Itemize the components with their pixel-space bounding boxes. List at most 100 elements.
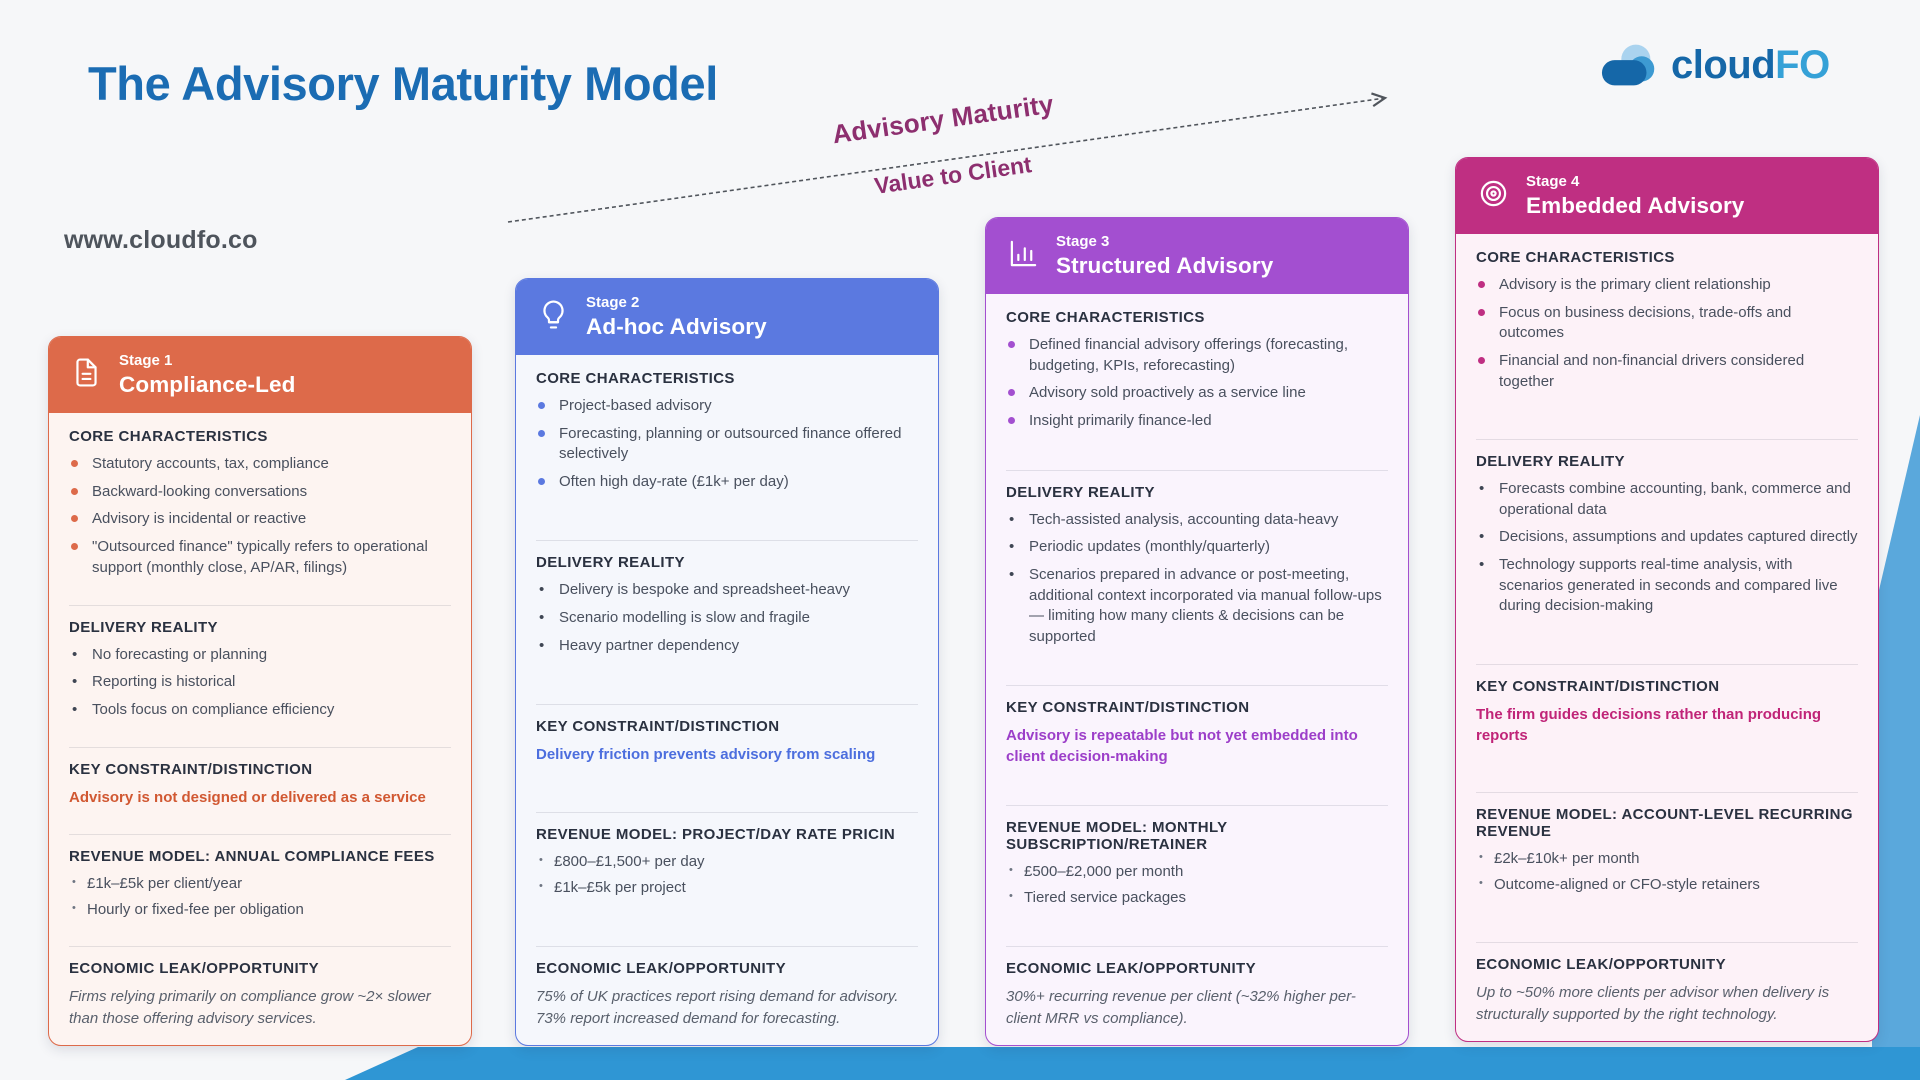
section-heading: KEY CONSTRAINT/DISTINCTION xyxy=(69,760,313,778)
section-heading: CORE CHARACTERISTICS xyxy=(536,370,735,387)
document-icon xyxy=(76,358,97,387)
list-item: Decisions, assumptions and updates captu… xyxy=(1476,527,1858,548)
list-item: £500–£2,000 per month xyxy=(1006,862,1388,883)
document-icon xyxy=(71,357,102,393)
card-section: REVENUE MODEL: MONTHLY SUBSCRIPTION/RETA… xyxy=(1006,805,1388,908)
section-heading: DELIVERY REALITY xyxy=(1476,453,1625,471)
stage-label: Stage 4 xyxy=(1526,173,1580,190)
list-item: Tech-assisted analysis, accounting data-… xyxy=(1006,510,1388,531)
brand-name-cloud: cloud xyxy=(1671,42,1776,87)
list-item: Forecasts combine accounting, bank, comm… xyxy=(1476,479,1858,520)
card-section: CORE CHARACTERISTICS Defined financial ad… xyxy=(1006,309,1388,432)
card-section: REVENUE MODEL: ACCOUNT-LEVEL RECURRING R… xyxy=(1476,792,1858,895)
list-item: £1k–£5k per client/year xyxy=(69,874,451,895)
list-item: £800–£1,500+ per day xyxy=(536,852,918,873)
list-item: Backward-looking conversations xyxy=(69,482,451,503)
list-item: Insight primarily finance-led xyxy=(1006,411,1388,432)
stage-title: Compliance-Led xyxy=(119,372,296,397)
list-item: Forecasting, planning or outsourced fina… xyxy=(536,424,918,465)
stage-label: Stage 1 xyxy=(119,352,173,369)
list-item: Scenario modelling is slow and fragile xyxy=(536,608,918,629)
card-section: ECONOMIC LEAK/OPPORTUNITY 75% of UK pract… xyxy=(536,946,918,1029)
key-constraint-text: Advisory is repeatable but not yet embed… xyxy=(1006,727,1358,766)
cloud-icon xyxy=(1601,44,1655,86)
card-body: CORE CHARACTERISTICS Advisory is the prim… xyxy=(1456,234,1878,1041)
list-item: Defined financial advisory offerings (fo… xyxy=(1006,335,1388,376)
section-heading: CORE CHARACTERISTICS xyxy=(69,428,268,445)
section-list: Delivery is bespoke and spreadsheet-heav… xyxy=(536,580,918,656)
list-item: Heavy partner dependency xyxy=(536,636,918,657)
section-list: Tech-assisted analysis, accounting data-… xyxy=(1006,510,1388,648)
card-header-text: Stage 1 Compliance-Led xyxy=(119,352,295,398)
section-list: £500–£2,000 per monthTiered service pack… xyxy=(1006,862,1388,908)
card-section: CORE CHARACTERISTICS Advisory is the prim… xyxy=(1476,249,1858,392)
brand-name: cloud FO xyxy=(1671,43,1830,88)
lightbulb-icon xyxy=(543,300,564,329)
card-section: DELIVERY REALITYNo forecasting or planni… xyxy=(69,604,451,721)
stage-title: Embedded Advisory xyxy=(1526,193,1745,218)
list-item: Periodic updates (monthly/quarterly) xyxy=(1006,537,1388,558)
card-body: CORE CHARACTERISTICS Defined financial ad… xyxy=(986,294,1408,1045)
economic-leak-text: 30%+ recurring revenue per client (~32% … xyxy=(1006,988,1356,1027)
target-icon xyxy=(1480,180,1507,207)
section-heading: REVENUE MODEL: MONTHLY SUBSCRIPTION/RETA… xyxy=(1006,819,1228,854)
card-header-text: Stage 4 Embedded Advisory xyxy=(1526,173,1744,219)
bar-chart-icon xyxy=(1010,240,1037,267)
list-item: Technology supports real-time analysis, … xyxy=(1476,555,1858,617)
card-section: REVENUE MODEL: PROJECT/DAY RATE PRICIN£8… xyxy=(536,812,918,898)
section-heading: KEY CONSTRAINT/DISTINCTION xyxy=(1476,677,1720,695)
list-item: "Outsourced finance" typically refers to… xyxy=(69,537,451,578)
list-item: Focus on business decisions, trade-offs … xyxy=(1476,303,1858,344)
card-body: CORE CHARACTERISTICS Statutory accounts, … xyxy=(49,413,471,1045)
section-heading: ECONOMIC LEAK/OPPORTUNITY xyxy=(1006,960,1257,978)
list-item: Financial and non-financial drivers cons… xyxy=(1476,351,1858,392)
brand-logo: cloud FO xyxy=(1600,42,1830,88)
card-section: ECONOMIC LEAK/OPPORTUNITY Up to ~50% more… xyxy=(1476,942,1858,1025)
section-heading: ECONOMIC LEAK/OPPORTUNITY xyxy=(1476,956,1727,974)
economic-leak-text: Up to ~50% more clients per advisor when… xyxy=(1476,984,1830,1023)
section-heading: CORE CHARACTERISTICS xyxy=(1006,309,1205,326)
card-section: DELIVERY REALITYDelivery is bespoke and … xyxy=(536,540,918,656)
key-constraint-text: Advisory is not designed or delivered as… xyxy=(69,788,426,806)
card-section: CORE CHARACTERISTICS Statutory accounts, … xyxy=(69,428,451,578)
section-list: £800–£1,500+ per day£1k–£5k per project xyxy=(536,852,918,898)
list-item: Tiered service packages xyxy=(1006,888,1388,909)
list-item: Project-based advisory xyxy=(536,396,918,417)
list-item: Often high day-rate (£1k+ per day) xyxy=(536,472,918,493)
section-list: £1k–£5k per client/yearHourly or fixed-f… xyxy=(69,874,451,920)
card-section: CORE CHARACTERISTICS Project-based adviso… xyxy=(536,370,918,493)
list-item: Delivery is bespoke and spreadsheet-heav… xyxy=(536,580,918,601)
section-list: Forecasts combine accounting, bank, comm… xyxy=(1476,479,1858,617)
brand-name-fo: FO xyxy=(1775,42,1830,87)
stage-label: Stage 3 xyxy=(1056,233,1110,250)
card-section: KEY CONSTRAINT/DISTINCTION Advisory is no… xyxy=(69,746,451,808)
card-header: Stage 4 Embedded Advisory xyxy=(1456,158,1878,234)
stage-label: Stage 2 xyxy=(586,294,640,311)
economic-leak-text: 75% of UK practices report rising demand… xyxy=(536,988,899,1027)
card-section: KEY CONSTRAINT/DISTINCTION Delivery frict… xyxy=(536,703,918,765)
section-heading: REVENUE MODEL: ANNUAL COMPLIANCE FEES xyxy=(69,847,435,865)
list-item: Tools focus on compliance efficiency xyxy=(69,700,451,721)
section-list: Advisory is the primary client relations… xyxy=(1476,275,1858,392)
section-heading: CORE CHARACTERISTICS xyxy=(1476,249,1675,266)
card-section: DELIVERY REALITY Forecasts combine accoun… xyxy=(1476,439,1858,617)
key-constraint-text: Delivery friction prevents advisory from… xyxy=(536,745,876,763)
card-body: CORE CHARACTERISTICS Project-based adviso… xyxy=(516,355,938,1045)
list-item: Advisory sold proactively as a service l… xyxy=(1006,383,1388,404)
section-heading: ECONOMIC LEAK/OPPORTUNITY xyxy=(536,960,787,978)
card-section: REVENUE MODEL: ANNUAL COMPLIANCE FEES £1k… xyxy=(69,833,451,920)
section-heading: KEY CONSTRAINT/DISTINCTION xyxy=(536,717,780,735)
